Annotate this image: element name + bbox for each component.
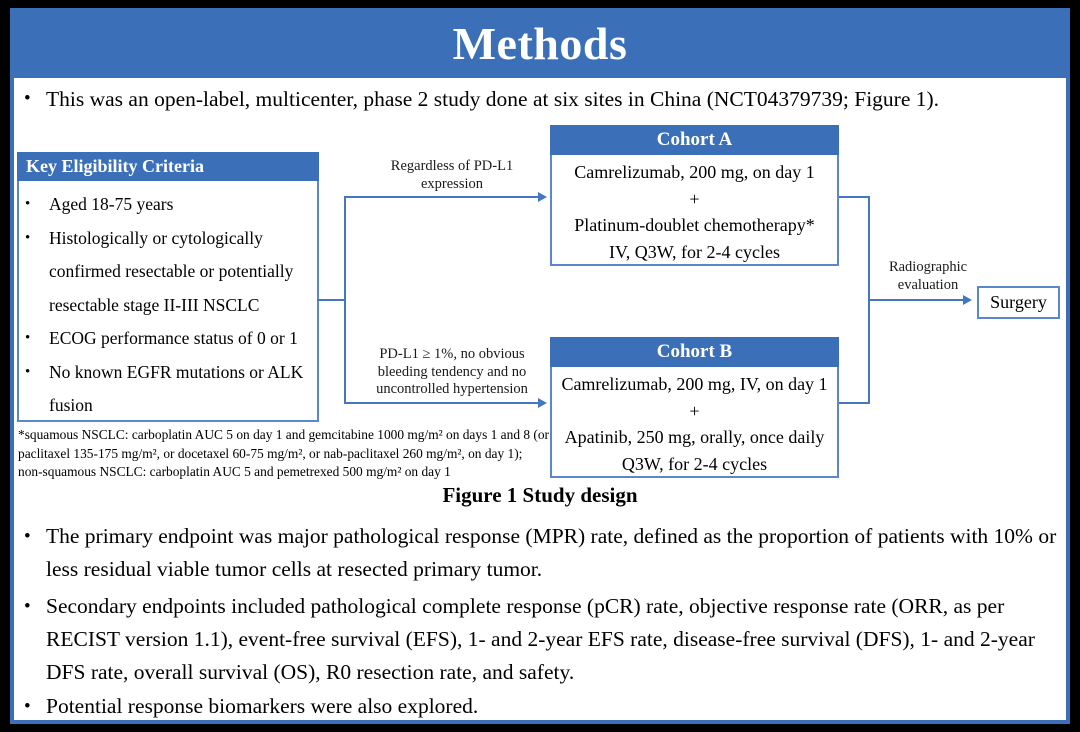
cohort-b-body: Camrelizumab, 200 mg, IV, on day 1 + Apa… — [552, 371, 837, 477]
biomarkers-bullet: • Potential response biomarkers were als… — [24, 690, 1062, 723]
eligibility-header: Key Eligibility Criteria — [17, 152, 319, 181]
eligibility-box: Key Eligibility Criteria • Aged 18-75 ye… — [17, 152, 319, 422]
intro-bullet: • This was an open-label, multicenter, p… — [24, 84, 1064, 114]
arrow-right-icon — [963, 295, 972, 305]
bullet-icon: • — [25, 196, 31, 212]
bullet-icon: • — [24, 526, 31, 547]
biomarkers-text: Potential response biomarkers were also … — [46, 694, 479, 718]
page-title: Methods — [452, 17, 628, 69]
secondary-endpoint-bullet: • Secondary endpoints included pathologi… — [24, 590, 1062, 689]
eligibility-item: • Histologically or cytologically confir… — [25, 222, 313, 323]
arrow-right-icon — [538, 192, 547, 202]
bullet-icon: • — [25, 363, 31, 380]
chemotherapy-footnote: *squamous NSCLC: carboplatin AUC 5 on da… — [18, 427, 550, 480]
eligibility-item-text: Histologically or cytologically confirme… — [49, 227, 294, 315]
intro-bullet-text: This was an open-label, multicenter, pha… — [46, 87, 940, 111]
bullet-icon: • — [24, 88, 31, 109]
cohort-b-line: Camrelizumab, 200 mg, IV, on day 1 — [561, 374, 828, 394]
radiographic-evaluation-label: Radiographic evaluation — [888, 259, 968, 293]
title-bar: Methods — [10, 8, 1070, 78]
surgery-box: Surgery — [977, 286, 1060, 319]
eligibility-item: • Aged 18-75 years — [25, 188, 313, 222]
cohort-a-line: Camrelizumab, 200 mg, on day 1 — [574, 162, 815, 182]
cohort-a-box: Cohort A Camrelizumab, 200 mg, on day 1 … — [550, 125, 839, 266]
cohort-b-line: Apatinib, 250 mg, orally, once daily — [564, 427, 825, 447]
figure-caption: Figure 1 Study design — [442, 483, 638, 507]
primary-endpoint-bullet: • The primary endpoint was major patholo… — [24, 520, 1062, 586]
cohort-b-header: Cohort B — [550, 337, 839, 367]
branch-b-label: PD-L1 ≥ 1%, no obvious bleeding tendency… — [376, 346, 528, 397]
cohort-a-line: Platinum-doublet chemotherapy* — [574, 215, 815, 235]
bullet-icon: • — [24, 696, 31, 717]
connector-line — [839, 402, 870, 404]
cohort-a-line: IV, Q3W, for 2-4 cycles — [609, 241, 780, 262]
eligibility-item: • No known EGFR mutations or ALK fusion — [25, 356, 313, 423]
bullet-icon: • — [24, 596, 31, 617]
connector-line — [344, 196, 346, 404]
eligibility-item-text: No known EGFR mutations or ALK fusion — [49, 361, 304, 416]
connector-line — [868, 196, 870, 404]
primary-endpoint-text: The primary endpoint was major pathologi… — [46, 524, 1057, 581]
eligibility-item: • ECOG performance status of 0 or 1 — [25, 322, 313, 356]
connector-line — [317, 299, 346, 301]
cohort-a-body: Camrelizumab, 200 mg, on day 1 + Platinu… — [552, 159, 837, 265]
eligibility-item-text: Aged 18-75 years — [49, 194, 174, 214]
connector-line — [344, 402, 540, 404]
branch-a-label: Regardless of PD-L1 expression — [390, 158, 514, 192]
connector-line — [344, 196, 540, 198]
connector-line — [839, 196, 870, 198]
cohort-a-header: Cohort A — [550, 125, 839, 155]
cohort-b-box: Cohort B Camrelizumab, 200 mg, IV, on da… — [550, 337, 839, 478]
bullet-icon: • — [25, 229, 31, 246]
cohort-b-line: Q3W, for 2-4 cycles — [621, 453, 768, 474]
plus-sign: + — [689, 188, 700, 209]
plus-sign: + — [689, 400, 700, 421]
arrow-right-icon — [538, 398, 547, 408]
eligibility-list: • Aged 18-75 years • Histologically or c… — [25, 188, 313, 423]
eligibility-item-text: ECOG performance status of 0 or 1 — [49, 328, 298, 348]
bullet-icon: • — [25, 330, 31, 346]
methods-slide: Methods • This was an open-label, multic… — [10, 8, 1070, 724]
secondary-endpoint-text: Secondary endpoints included pathologica… — [46, 594, 1035, 684]
connector-line — [868, 299, 964, 301]
